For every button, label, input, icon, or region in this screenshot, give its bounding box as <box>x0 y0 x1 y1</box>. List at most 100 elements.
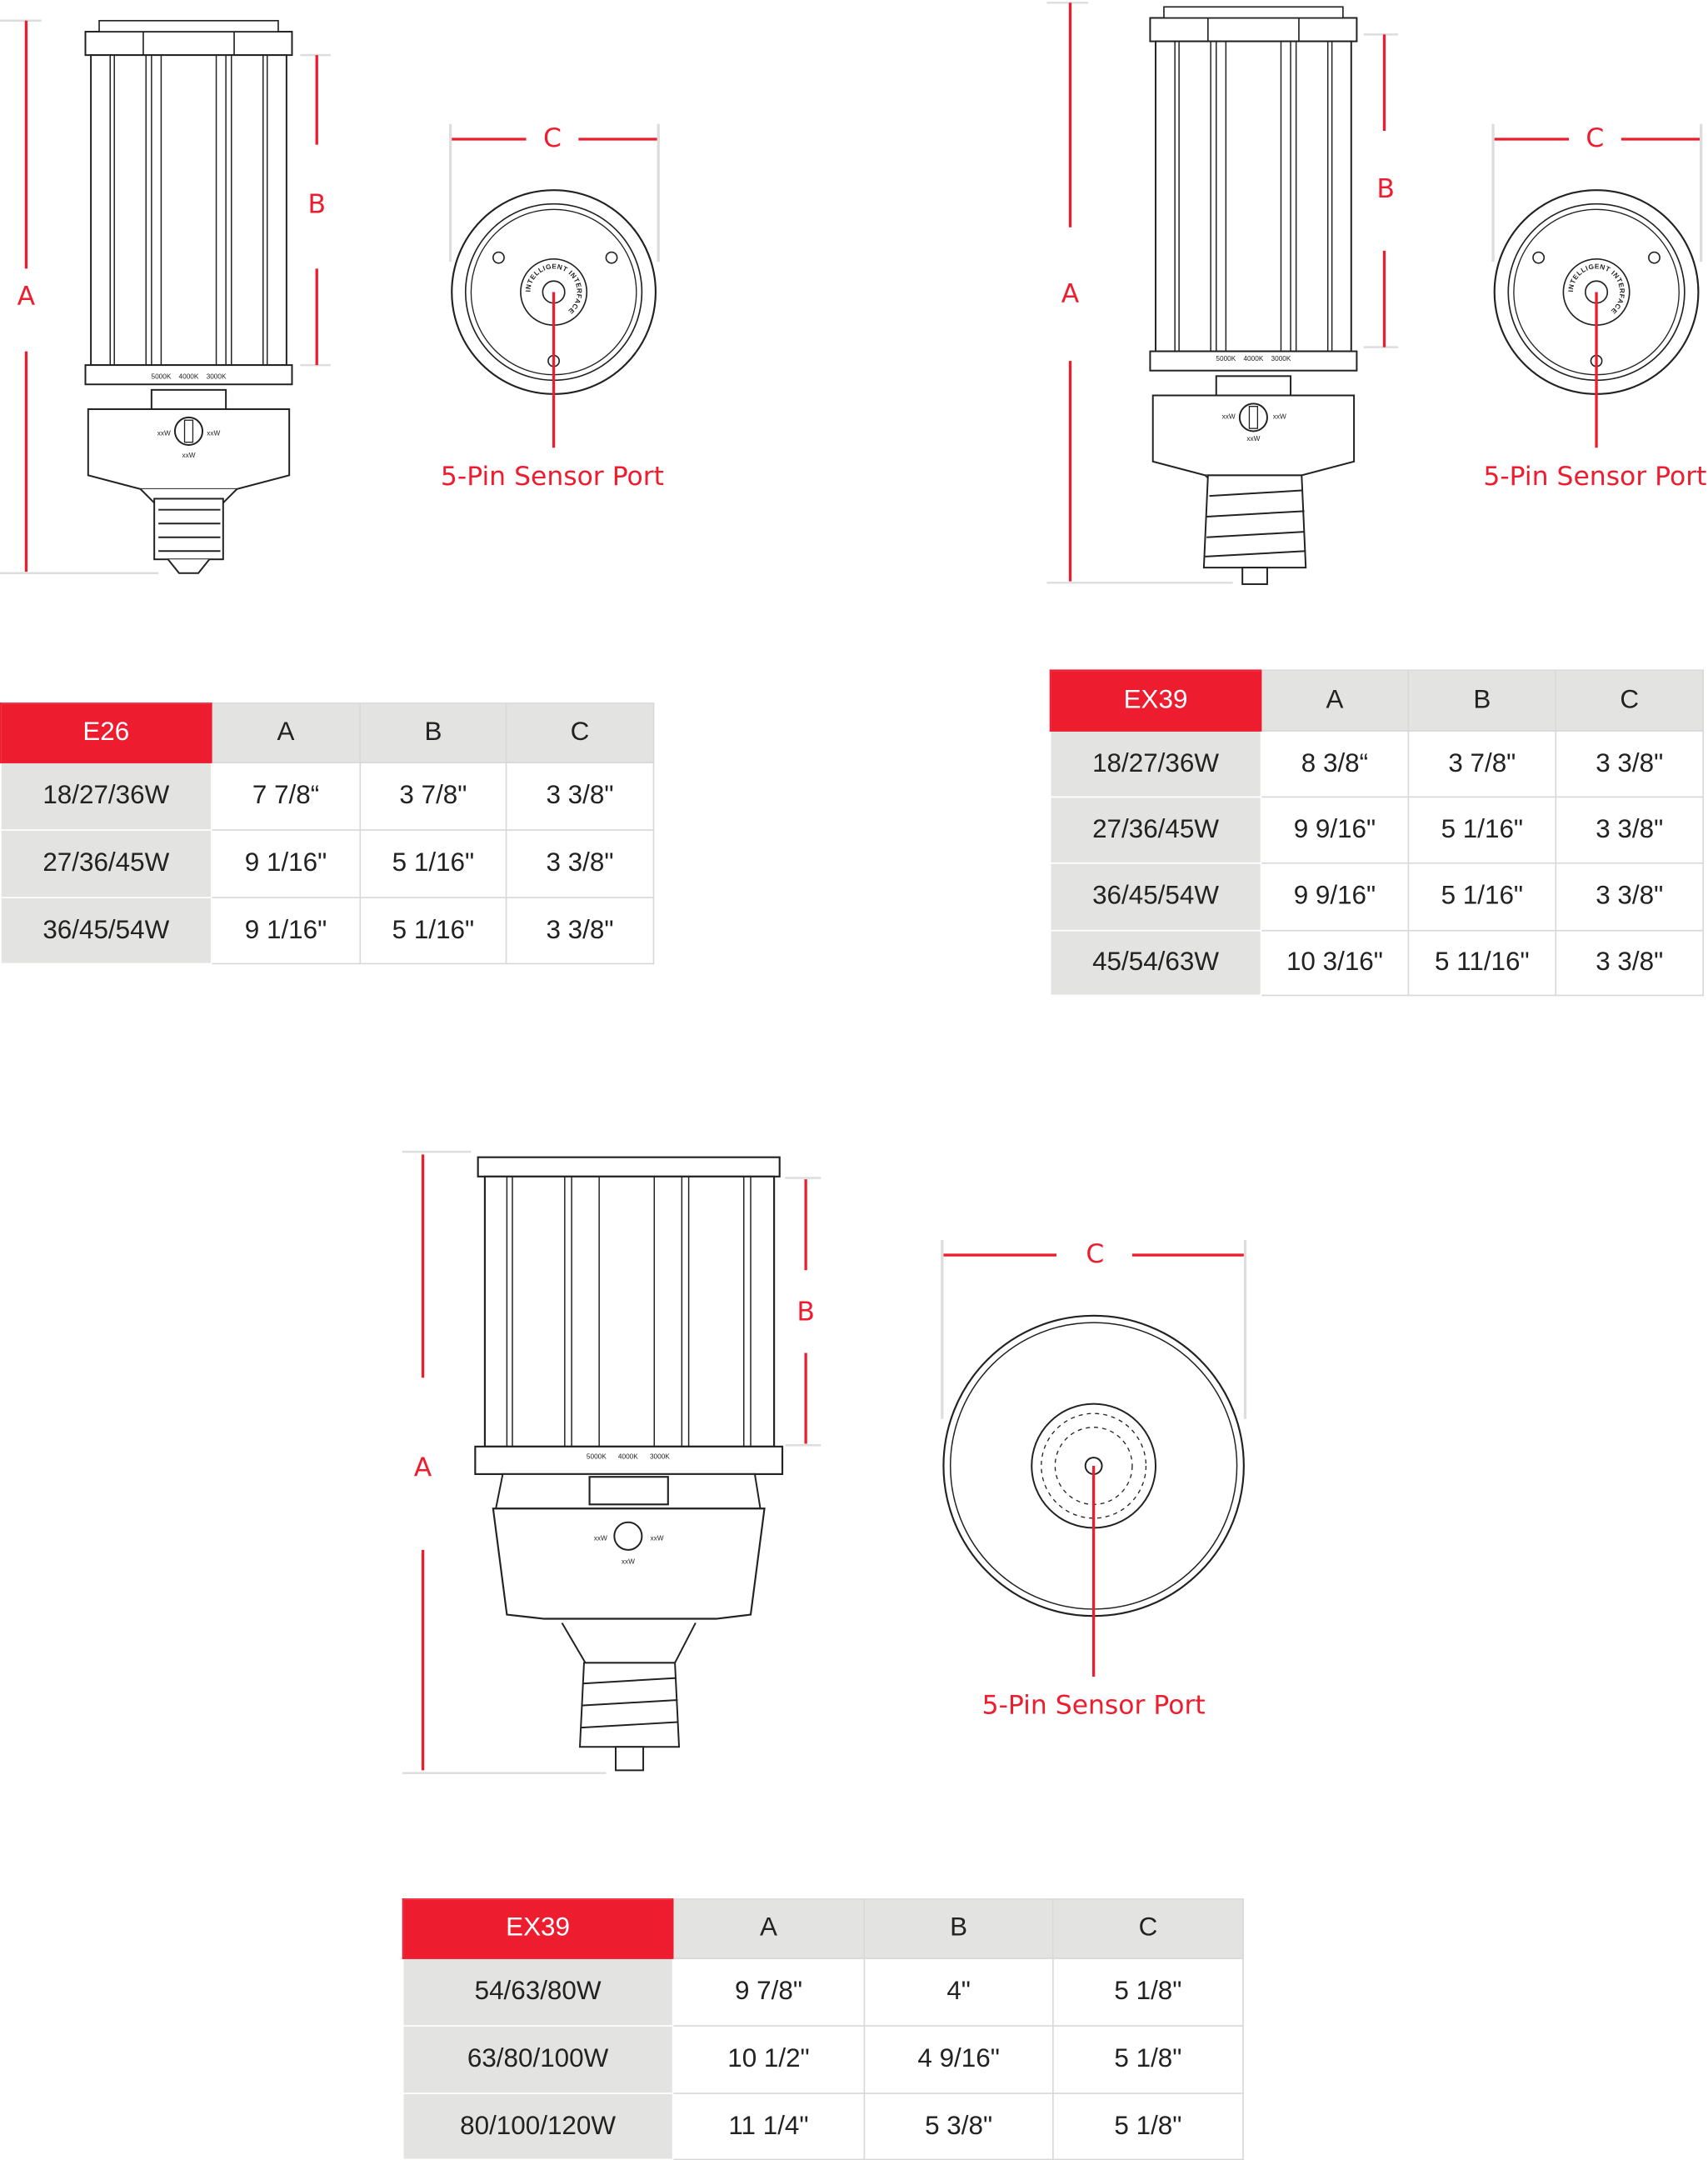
dimension-c-cell: 3 3/8" <box>505 762 655 831</box>
dimension-a-cell: 7 7/8“ <box>210 762 362 831</box>
lamp-ex39-side-view: 5000K 4000K 3000K xxW xxW xxW A B <box>1046 2 1398 585</box>
table-row: 45/54/63W 10 3/16" 5 11/16" 3 3/8" <box>1049 929 1705 997</box>
spec-table-ex39-large: EX39 A B C 54/63/80W 9 7/8" 4" 5 1/8" 63… <box>402 1898 1244 2160</box>
dimension-b-cell: 5 11/16" <box>1407 929 1557 997</box>
spec-table-e26: E26 A B C 18/27/36W 7 7/8“ 3 7/8" 3 3/8"… <box>0 702 655 965</box>
column-header-a: A <box>672 1898 866 1959</box>
dimension-a-cell: 9 9/16" <box>1260 796 1410 864</box>
sensor-port-label: 5-Pin Sensor Port <box>1483 462 1706 492</box>
cct-4000-label: 4000K <box>618 1453 638 1461</box>
wattage-cell: 36/45/54W <box>0 897 212 965</box>
dimension-b-cell: 3 7/8" <box>359 762 507 831</box>
dimension-c-cell: 5 1/8" <box>1052 2025 1244 2094</box>
wattage-cell: 45/54/63W <box>1049 929 1262 997</box>
dimension-c-cell: 3 3/8" <box>505 829 655 898</box>
table-row: 18/27/36W 7 7/8“ 3 7/8" 3 3/8" <box>0 762 655 831</box>
cct-5000-label: 5000K <box>1216 355 1236 362</box>
watt-label: xxW <box>157 429 171 437</box>
watt-label: xxW <box>594 1534 607 1542</box>
dimension-a-cell: 9 9/16" <box>1260 862 1410 932</box>
dimension-a-label: A <box>17 282 36 312</box>
column-header-b: B <box>1407 669 1557 732</box>
table-base-header: EX39 <box>402 1898 674 1959</box>
dimension-c-label: C <box>543 123 562 153</box>
dimension-c-cell: 3 3/8" <box>1555 862 1705 932</box>
dimension-c-cell: 3 3/8" <box>1555 730 1705 798</box>
table-row: 36/45/54W 9 1/16" 5 1/16" 3 3/8" <box>0 897 655 965</box>
dimension-a-cell: 11 1/4" <box>672 2092 866 2160</box>
dimension-c-cell: 3 3/8" <box>1555 929 1705 997</box>
dimension-b-cell: 4" <box>863 1958 1054 2027</box>
table-row: 27/36/45W 9 9/16" 5 1/16" 3 3/8" <box>1049 796 1705 864</box>
wattage-cell: 80/100/120W <box>402 2092 674 2160</box>
lamp-ex39-large-side-view: 5000K 4000K 3000K xxW xxW xxW A B <box>402 1150 822 1774</box>
dimension-c-cell: 3 3/8" <box>505 897 655 965</box>
watt-label: xxW <box>207 429 220 437</box>
column-header-b: B <box>863 1898 1054 1959</box>
lamp-e26-side-view: 5000K 4000K 3000K xxW xxW xxW A B <box>0 19 331 574</box>
column-header-c: C <box>505 702 655 763</box>
cct-5000-label: 5000K <box>151 373 171 381</box>
wattage-cell: 18/27/36W <box>1049 730 1262 798</box>
cct-3000-label: 3000K <box>650 1453 670 1461</box>
watt-label: xxW <box>1222 413 1236 421</box>
dimension-a-cell: 10 3/16" <box>1260 929 1410 997</box>
table-base-header: E26 <box>0 702 212 763</box>
table-row: 54/63/80W 9 7/8" 4" 5 1/8" <box>402 1958 1244 2027</box>
dimension-b-cell: 5 1/16" <box>1407 862 1557 932</box>
wattage-cell: 36/45/54W <box>1049 862 1262 932</box>
dimension-a-cell: 9 1/16" <box>210 829 362 898</box>
table-row: 80/100/120W 11 1/4" 5 3/8" 5 1/8" <box>402 2092 1244 2160</box>
table-row: 18/27/36W 8 3/8“ 3 7/8" 3 3/8" <box>1049 730 1705 798</box>
column-header-c: C <box>1555 669 1705 732</box>
dimension-a-cell: 10 1/2" <box>672 2025 866 2094</box>
sensor-port-label: 5-Pin Sensor Port <box>441 462 664 492</box>
watt-label: xxW <box>1273 413 1286 421</box>
dimension-a-cell: 9 1/16" <box>210 897 362 965</box>
column-header-a: A <box>210 702 362 763</box>
dimension-b-cell: 4 9/16" <box>863 2025 1054 2094</box>
dimension-a-cell: 9 7/8" <box>672 1958 866 2027</box>
dimension-c-label: C <box>1586 123 1604 153</box>
dimension-a-label: A <box>414 1452 432 1482</box>
table-base-header: EX39 <box>1049 669 1262 732</box>
dimension-b-cell: 3 7/8" <box>1407 730 1557 798</box>
wattage-cell: 18/27/36W <box>0 762 212 831</box>
wattage-cell: 27/36/45W <box>0 829 212 898</box>
dimension-c-cell: 5 1/8" <box>1052 2092 1244 2160</box>
wattage-cell: 63/80/100W <box>402 2025 674 2094</box>
wattage-cell: 54/63/80W <box>402 1958 674 2027</box>
watt-label: xxW <box>182 452 195 459</box>
lamp-e26-top-view: C INTELLIGENT INTERFACE 5-Pin Sensor Por… <box>441 123 664 492</box>
watt-label: xxW <box>622 1558 635 1565</box>
watt-label: xxW <box>651 1534 664 1542</box>
dimension-b-cell: 5 3/8" <box>863 2092 1054 2160</box>
sensor-port-label: 5-Pin Sensor Port <box>982 1691 1206 1721</box>
cct-3000-label: 3000K <box>1271 355 1291 362</box>
dimension-a-label: A <box>1061 279 1080 309</box>
cct-4000-label: 4000K <box>1243 355 1263 362</box>
table-row: 63/80/100W 10 1/2" 4 9/16" 5 1/8" <box>402 2025 1244 2094</box>
dimension-b-label: B <box>1376 174 1395 204</box>
dimension-c-cell: 5 1/8" <box>1052 1958 1244 2027</box>
dimension-a-cell: 8 3/8“ <box>1260 730 1410 798</box>
dimension-b-label: B <box>307 189 326 219</box>
table-row: 36/45/54W 9 9/16" 5 1/16" 3 3/8" <box>1049 862 1705 932</box>
cct-3000-label: 3000K <box>207 373 227 381</box>
dimension-c-label: C <box>1086 1239 1104 1269</box>
cct-5000-label: 5000K <box>587 1453 607 1461</box>
dimension-c-cell: 3 3/8" <box>1555 796 1705 864</box>
column-header-b: B <box>359 702 507 763</box>
dimension-b-cell: 5 1/16" <box>359 897 507 965</box>
spec-table-ex39: EX39 A B C 18/27/36W 8 3/8“ 3 7/8" 3 3/8… <box>1049 669 1705 997</box>
dimension-b-cell: 5 1/16" <box>359 829 507 898</box>
watt-label: xxW <box>1246 435 1260 442</box>
column-header-c: C <box>1052 1898 1244 1959</box>
table-row: 27/36/45W 9 1/16" 5 1/16" 3 3/8" <box>0 829 655 898</box>
column-header-a: A <box>1260 669 1410 732</box>
dimension-b-cell: 5 1/16" <box>1407 796 1557 864</box>
wattage-cell: 27/36/45W <box>1049 796 1262 864</box>
lamp-ex39-large-top-view: C 5-Pin Sensor Port <box>941 1239 1247 1721</box>
